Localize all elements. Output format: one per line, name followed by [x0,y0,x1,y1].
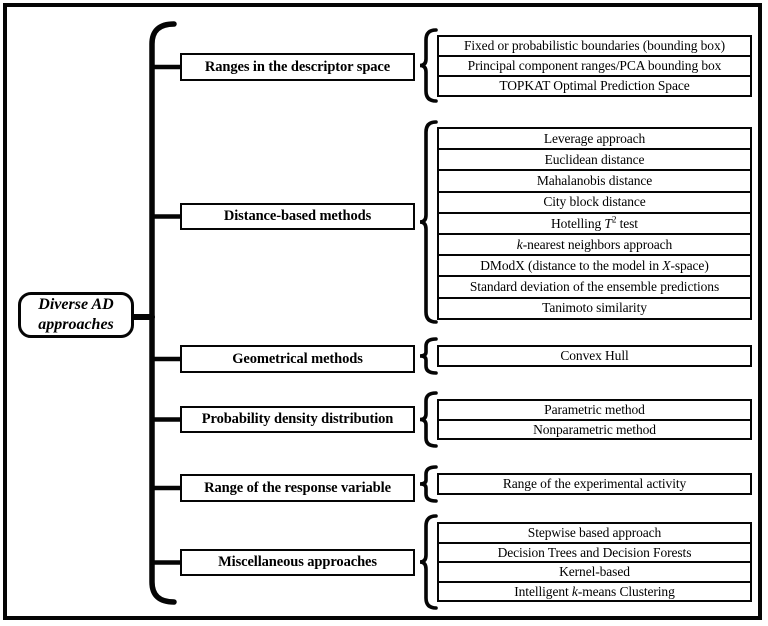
root-label-line1: Diverse AD [38,296,114,313]
method-box: Range of the experimental activity [437,473,752,495]
method-label: Leverage approach [543,130,646,146]
category-label: Ranges in the descriptor space [204,58,391,75]
method-box: Parametric method [437,399,752,421]
method-label: Principal component ranges/PCA bounding … [467,58,722,74]
method-group-probability: Parametric method Nonparametric method [437,399,752,440]
method-label: Intelligent k-means Clustering [514,583,675,599]
category-label: Distance-based methods [223,208,372,224]
method-box: Standard deviation of the ensemble predi… [437,275,752,299]
method-label: Euclidean distance [544,152,645,168]
method-label: Stepwise based approach [527,525,662,540]
category-box-probability-density-distribution: Probability density distribution [180,406,415,433]
method-box: Tanimoto similarity [437,296,752,320]
method-label: Kernel-based [559,564,630,579]
root-box: Diverse AD approaches [18,292,134,338]
method-label: City block distance [543,194,646,210]
method-label: Nonparametric method [533,421,656,437]
method-label: Decision Trees and Decision Forests [497,544,692,560]
method-label: Convex Hull [560,348,629,364]
method-label: Range of the experimental activity [502,476,687,492]
method-label: k-nearest neighbors approach [516,236,673,252]
method-label: TOPKAT Optimal Prediction Space [499,78,690,94]
method-label: Fixed or probabilistic boundaries (bound… [463,38,726,54]
category-label: Geometrical methods [232,350,363,367]
method-label: Mahalanobis distance [536,173,653,189]
method-box: Mahalanobis distance [437,169,752,193]
category-box-geometrical-methods: Geometrical methods [180,345,415,373]
method-group-distance: Leverage approach Euclidean distance Mah… [437,127,752,320]
method-label: Tanimoto similarity [542,300,647,316]
method-label: Hotelling T2 test [551,214,638,231]
method-group-ranges: Fixed or probabilistic boundaries (bound… [437,35,752,97]
method-box: Intelligent k-means Clustering [437,580,752,602]
method-group-response-range: Range of the experimental activity [437,473,752,495]
outer-frame [3,3,762,620]
method-box: Fixed or probabilistic boundaries (bound… [437,35,752,57]
category-box-distance-based-methods: Distance-based methods [180,203,415,230]
category-label: Range of the response variable [204,479,391,496]
category-box-range-response-variable: Range of the response variable [180,474,415,502]
method-box: Principal component ranges/PCA bounding … [437,55,752,77]
category-box-miscellaneous-approaches: Miscellaneous approaches [180,549,415,576]
method-label: DModX (distance to the model in X-space) [480,257,709,273]
method-box: Hotelling T2 test [437,211,752,235]
category-label: Probability density distribution [201,411,394,427]
method-box: Convex Hull [437,345,752,367]
method-box: Kernel-based [437,561,752,583]
root-label-line2: approaches [38,316,114,333]
method-box: Leverage approach [437,127,752,151]
method-box: City block distance [437,190,752,214]
method-box: Decision Trees and Decision Forests [437,541,752,563]
method-group-geometrical: Convex Hull [437,345,752,367]
method-box: Stepwise based approach [437,522,752,544]
method-box: k-nearest neighbors approach [437,232,752,257]
category-label: Miscellaneous approaches [218,554,377,570]
method-box: TOPKAT Optimal Prediction Space [437,75,752,97]
method-label: Standard deviation of the ensemble predi… [469,279,720,295]
method-box: DModX (distance to the model in X-space) [437,254,752,278]
method-label: Parametric method [544,402,645,417]
method-group-miscellaneous: Stepwise based approach Decision Trees a… [437,522,752,602]
category-box-ranges-descriptor-space: Ranges in the descriptor space [180,53,415,81]
method-box: Nonparametric method [437,418,752,440]
method-box: Euclidean distance [437,148,752,172]
